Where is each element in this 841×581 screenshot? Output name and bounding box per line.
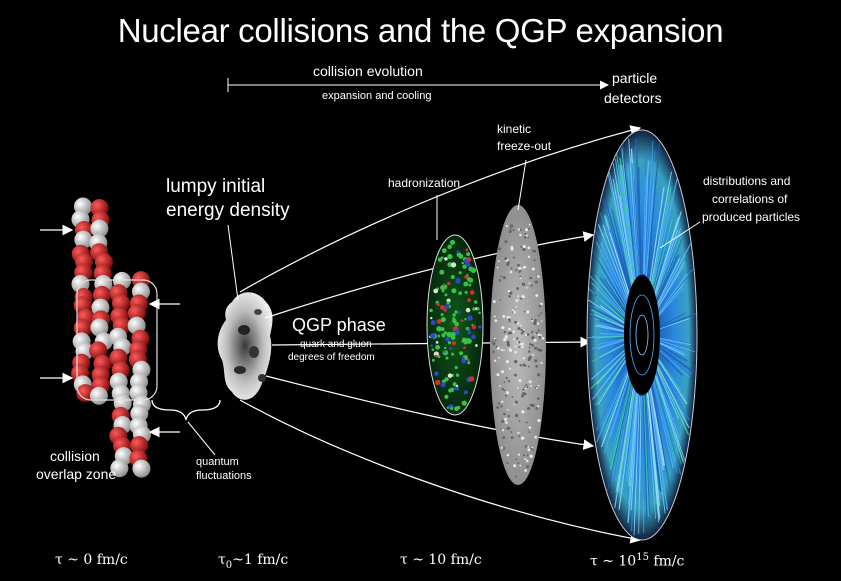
time-1: τ0~1 fm/c bbox=[218, 552, 289, 571]
nucleus-right bbox=[109, 271, 151, 478]
lumpy-label-line1: lumpy initial bbox=[166, 176, 266, 197]
quantum-label: quantum bbox=[196, 456, 239, 468]
time-2: τ ~ 10 fm/c bbox=[400, 552, 482, 568]
evolution-timeline-arrow bbox=[227, 78, 609, 92]
distributions-line1: distributions and bbox=[703, 174, 791, 188]
incoming-arrows bbox=[40, 224, 180, 438]
nucleus-left bbox=[71, 197, 113, 405]
freeze-out-stage bbox=[490, 205, 546, 485]
overlap-zone-label: overlap zone bbox=[36, 466, 117, 482]
hadronization-label: hadronization bbox=[388, 176, 461, 190]
freeze-pointer bbox=[517, 159, 527, 211]
hadronization-stage bbox=[426, 234, 484, 416]
qgp-phase-label: QGP phase bbox=[292, 315, 386, 335]
time-0: τ ~ 0 fm/c bbox=[55, 552, 128, 568]
overlap-zone-outline bbox=[76, 279, 158, 401]
freeze-out-label: freeze-out bbox=[497, 139, 552, 153]
detectors-label: detectors bbox=[604, 90, 662, 106]
time-3: τ ~ 1015 fm/c bbox=[590, 552, 685, 570]
page-title: Nuclear collisions and the QGP expansion bbox=[117, 12, 724, 49]
kinetic-label: kinetic bbox=[497, 122, 532, 136]
fluctuations-label: fluctuations bbox=[196, 470, 252, 482]
distributions-pointer bbox=[659, 221, 701, 249]
quark-gluon-line1: quark and gluon bbox=[300, 339, 372, 350]
detector-event-display bbox=[586, 129, 698, 541]
distributions-line3: produced particles bbox=[702, 210, 801, 224]
lumpy-pointer bbox=[227, 224, 239, 301]
distributions-line2: correlations of bbox=[712, 192, 788, 206]
lumpy-label-line2: energy density bbox=[166, 200, 290, 221]
expansion-cooling-label: expansion and cooling bbox=[322, 90, 432, 102]
quark-gluon-line2: degrees of freedom bbox=[288, 352, 375, 363]
quantum-pointer bbox=[187, 421, 216, 456]
quantum-brace bbox=[151, 399, 221, 421]
collision-evolution-label: collision evolution bbox=[313, 63, 423, 79]
particle-label: particle bbox=[612, 70, 658, 86]
collision-label: collision bbox=[50, 448, 100, 464]
lumpy-initial-density bbox=[217, 292, 273, 400]
